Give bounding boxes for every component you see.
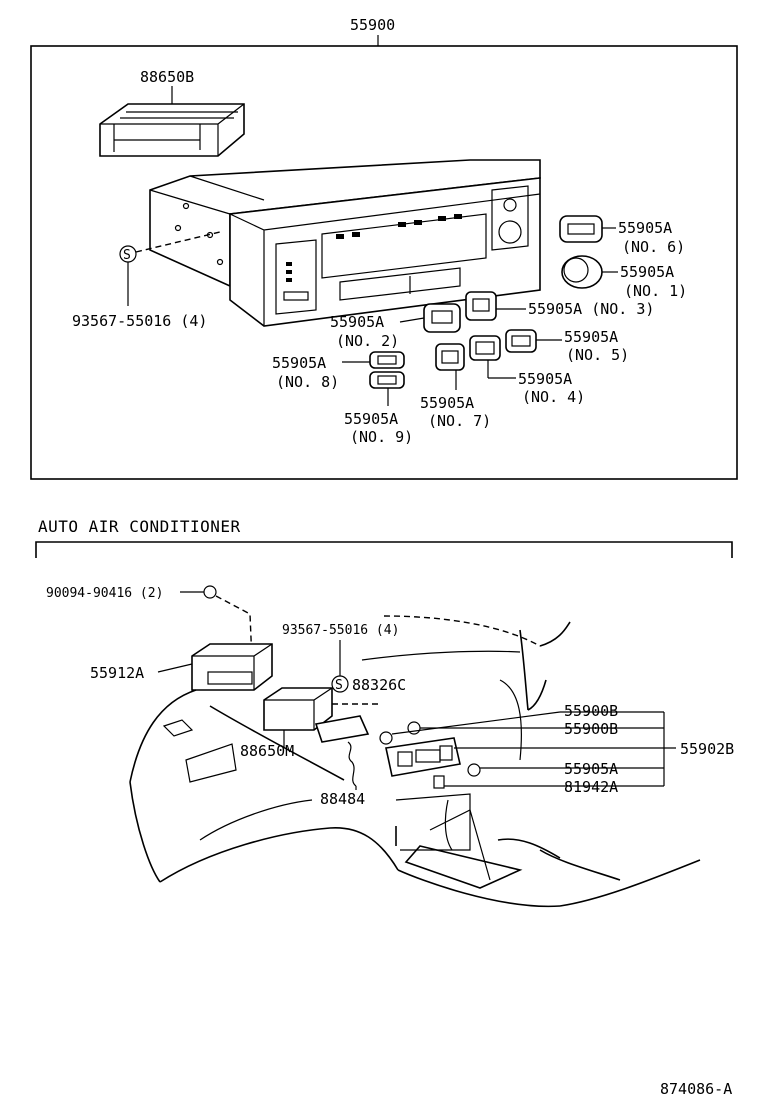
top-assembly: 55900 88650B bbox=[30, 16, 738, 480]
knob-5-no: (NO. 5) bbox=[566, 346, 629, 364]
knob-8[interactable] bbox=[342, 351, 405, 369]
bottom-section: AUTO AIR CONDITIONER 90094-90416 (2) 935… bbox=[35, 517, 734, 908]
screw-label: 93567-55016 (4) bbox=[72, 312, 207, 330]
bracket-part bbox=[157, 643, 273, 691]
control-unit bbox=[149, 159, 541, 327]
harness-part bbox=[347, 741, 357, 790]
knob-7[interactable] bbox=[435, 343, 465, 390]
ac-panel bbox=[379, 721, 481, 789]
cover-part bbox=[99, 103, 245, 157]
knob-6-part: 55905A bbox=[618, 219, 672, 237]
knob-3-part: 55905A (NO. 3) bbox=[528, 300, 654, 318]
knob-4[interactable] bbox=[469, 335, 516, 379]
knob-3[interactable] bbox=[465, 291, 526, 321]
box-label: 88650M bbox=[240, 742, 294, 760]
switch-label: 81942A bbox=[564, 778, 618, 796]
knob-b-label: 55905A bbox=[564, 760, 618, 778]
screw-part: S bbox=[119, 231, 221, 306]
knob-2-part: 55905A bbox=[330, 313, 384, 331]
knob-4-part: 55905A bbox=[518, 370, 572, 388]
knob-2[interactable] bbox=[399, 303, 461, 333]
svg-text:S: S bbox=[123, 248, 131, 263]
bracket-label: 55912A bbox=[90, 664, 144, 682]
svg-text:S: S bbox=[335, 678, 343, 693]
clip-label: 88326C bbox=[352, 676, 406, 694]
knob-4-no: (NO. 4) bbox=[522, 388, 585, 406]
assembly-frame bbox=[30, 45, 738, 480]
box-part bbox=[263, 687, 382, 748]
knob-7-part: 55905A bbox=[420, 394, 474, 412]
bolt-label: 90094-90416 (2) bbox=[46, 586, 163, 601]
cap-2-label: 55900B bbox=[564, 720, 618, 738]
knob-9[interactable] bbox=[369, 371, 405, 406]
clip-part: S bbox=[331, 675, 349, 693]
knob-1[interactable] bbox=[561, 255, 618, 289]
cap-1-label: 55900B bbox=[564, 702, 618, 720]
knob-1-part: 55905A bbox=[620, 263, 674, 281]
knob-2-no: (NO. 2) bbox=[336, 332, 399, 350]
knob-8-part: 55905A bbox=[272, 354, 326, 372]
cover-label: 88650B bbox=[140, 68, 194, 86]
main-part-label: 55900 bbox=[350, 16, 395, 34]
leader-lines bbox=[391, 711, 676, 787]
knob-6-no: (NO. 6) bbox=[622, 238, 685, 256]
section-heading: AUTO AIR CONDITIONER bbox=[38, 517, 241, 536]
dashboard-outline bbox=[129, 615, 701, 908]
knob-8-no: (NO. 8) bbox=[276, 373, 339, 391]
drawing-number: 874086-A bbox=[660, 1080, 732, 1098]
screw-b-label: 93567-55016 (4) bbox=[282, 623, 399, 638]
knob-5[interactable] bbox=[505, 329, 562, 353]
knob-6[interactable] bbox=[559, 215, 616, 243]
harness-label: 88484 bbox=[320, 790, 365, 808]
panel-label: 55902B bbox=[680, 740, 734, 758]
knob-9-no: (NO. 9) bbox=[350, 428, 413, 446]
knob-7-no: (NO. 7) bbox=[428, 412, 491, 430]
knob-5-part: 55905A bbox=[564, 328, 618, 346]
knob-9-part: 55905A bbox=[344, 410, 398, 428]
knob-1-no: (NO. 1) bbox=[624, 282, 687, 300]
